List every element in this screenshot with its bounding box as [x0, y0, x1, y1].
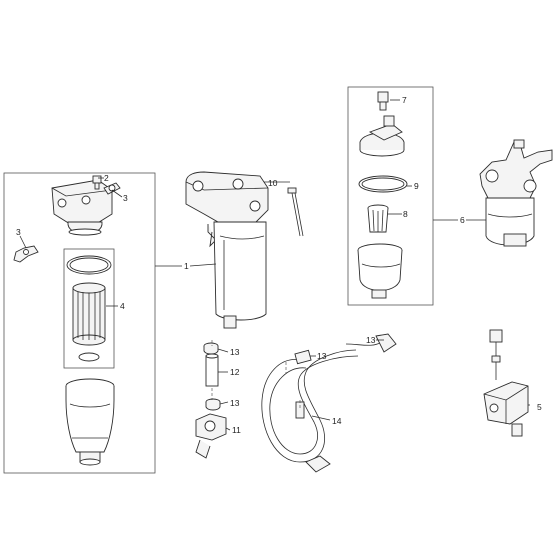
separator-assembly	[479, 139, 553, 247]
filter-head-left	[51, 179, 113, 236]
leader-lines	[19, 99, 530, 431]
callout-3-upper: 3	[123, 193, 128, 203]
filter-element	[66, 255, 112, 362]
fuel-hose	[261, 333, 397, 473]
water-sensor	[483, 329, 529, 437]
left-exploded-group	[3, 172, 156, 474]
elbow-fitting	[13, 245, 39, 263]
callout-12: 12	[230, 367, 240, 377]
callout-4: 4	[120, 301, 125, 311]
separator-bowl	[357, 243, 403, 299]
callout-8: 8	[403, 209, 408, 219]
callout-11: 11	[232, 425, 241, 435]
mounting-bolt	[287, 187, 304, 237]
callout-2: 2	[104, 173, 109, 183]
element-box	[63, 248, 115, 369]
callout-10: 10	[268, 178, 278, 188]
union-fitting	[195, 413, 227, 459]
vent-screw	[377, 91, 389, 111]
callout-6: 6	[460, 215, 465, 225]
left-group-box	[3, 172, 156, 474]
strainer	[367, 204, 389, 233]
hose-clip-upper	[203, 342, 219, 355]
filter-assembly	[185, 171, 269, 329]
right-group-box	[347, 86, 434, 306]
separator-head	[359, 115, 405, 157]
filter-bowl-left	[65, 378, 115, 466]
hose-dashed-guide	[285, 362, 301, 410]
callout-13-c: 13	[317, 351, 327, 361]
callout-13-d: 13	[366, 335, 376, 345]
fitting-upper	[103, 182, 121, 195]
callout-5: 5	[537, 402, 542, 412]
separator-exploded-group	[347, 86, 434, 306]
callout-13-b: 13	[230, 398, 240, 408]
o-ring-inner	[361, 177, 405, 191]
pipe	[205, 353, 219, 387]
callout-1: 1	[184, 261, 189, 271]
callout-3-left: 3	[16, 227, 21, 237]
callout-14: 14	[332, 416, 342, 426]
callout-13-a: 13	[230, 347, 240, 357]
callout-7: 7	[402, 95, 407, 105]
callout-9: 9	[414, 181, 419, 191]
callout-labels: 1 2 3 3 4 5 6 7 8 9 10 11 12 13 13 13 13…	[16, 95, 542, 435]
hose-clip-lower	[205, 398, 221, 411]
bleed-screw	[92, 175, 102, 190]
